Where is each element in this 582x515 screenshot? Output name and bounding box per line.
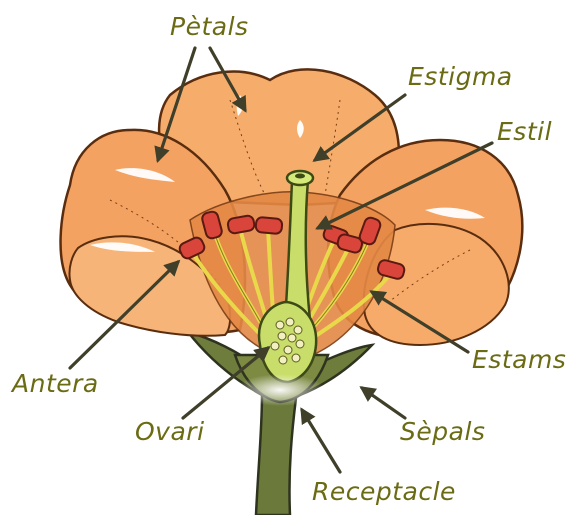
label-receptacle: Receptacle (312, 477, 456, 506)
label-anther: Antera (10, 369, 99, 398)
label-sepals: Sèpals (400, 417, 485, 446)
arrow-receptacle (302, 410, 340, 472)
label-ovary: Ovari (135, 417, 205, 446)
label-style: Estil (497, 117, 552, 146)
arrow-sepals (362, 388, 405, 418)
ovary (259, 302, 316, 382)
stem (256, 395, 296, 515)
label-stamens: Estams (472, 345, 566, 374)
label-petals: Pètals (170, 12, 249, 41)
label-stigma: Estigma (408, 62, 513, 91)
